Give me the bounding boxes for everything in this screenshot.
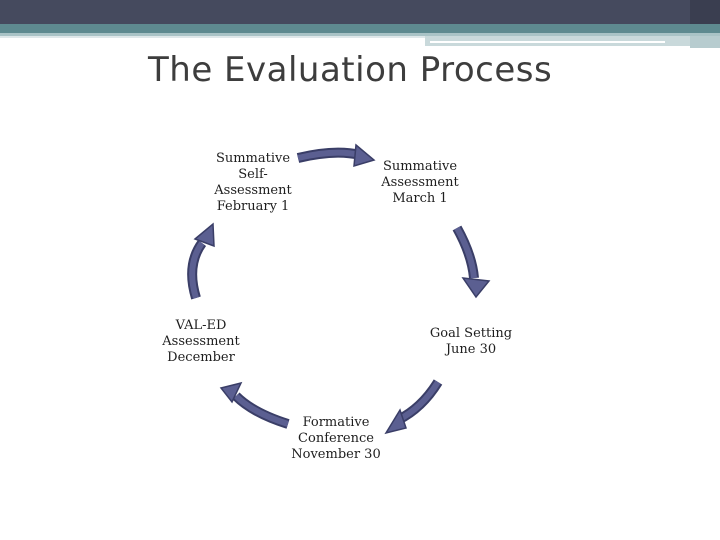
step-val-ed-assessment: VAL-ED Assessment December xyxy=(162,318,240,365)
step-formative-conference: Formative Conference November 30 xyxy=(291,415,381,462)
accent-stripe-faint xyxy=(0,36,425,38)
step-goal-setting: Goal Setting June 30 xyxy=(429,326,513,357)
step-summative-self-assessment: Summative Self- Assessment February 1 xyxy=(214,151,292,214)
arrow-november-to-december xyxy=(219,381,290,429)
accent-stripe-light xyxy=(0,33,720,36)
header-bar xyxy=(0,0,720,24)
header-bar-end xyxy=(690,0,720,24)
accent-stripe xyxy=(0,24,720,33)
step-summative-assessment: Summative Assessment March 1 xyxy=(381,159,459,206)
accent-line xyxy=(430,41,665,43)
arrow-march-to-june xyxy=(452,225,491,299)
arrow-feb-to-march xyxy=(296,143,376,168)
page-title: The Evaluation Process xyxy=(148,50,553,90)
arrow-june-to-november xyxy=(384,379,443,435)
arrow-december-to-february xyxy=(187,222,215,300)
accent-corner xyxy=(690,36,720,48)
